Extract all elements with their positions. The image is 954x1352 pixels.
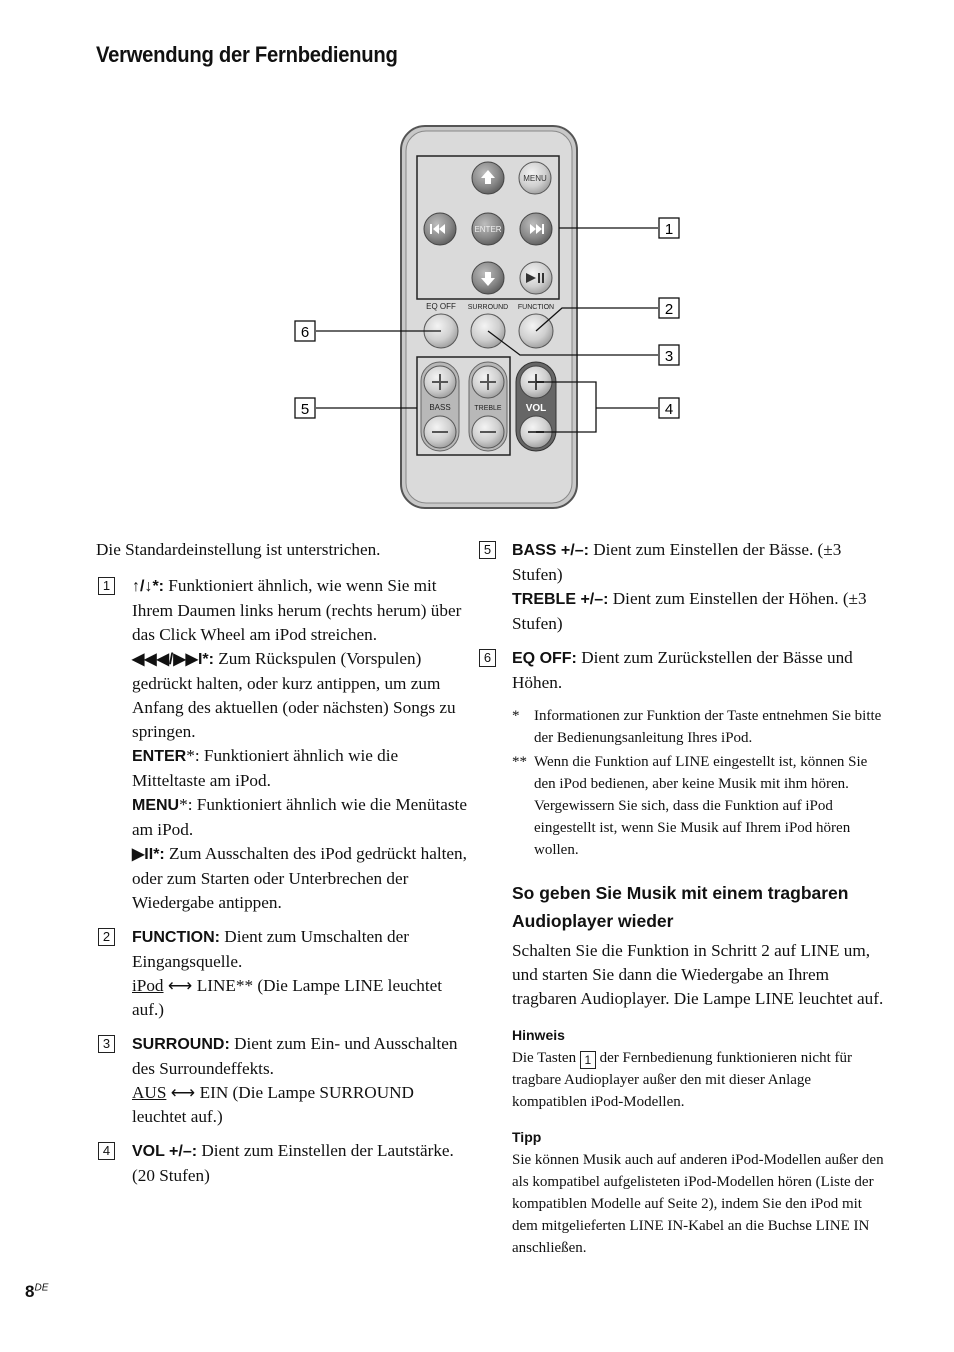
hinweis-title: Hinweis: [512, 1027, 565, 1043]
svg-text:5: 5: [301, 401, 309, 418]
item-number: 3: [98, 1035, 115, 1053]
tipp-title: Tipp: [512, 1129, 542, 1145]
eq-off-label: EQ OFF: [426, 302, 456, 311]
item-6: 6 EQ OFF: Dient zum Zurückstellen der Bä…: [477, 646, 884, 695]
footnote-1: *Informationen zur Funktion der Taste en…: [512, 708, 882, 746]
callout-5: 5: [294, 397, 316, 419]
callout-6: 6: [294, 320, 316, 342]
tone-control-group: [416, 356, 511, 456]
item-number: 1: [98, 577, 115, 595]
menu-button-label: MENU: [523, 174, 547, 183]
item-number: 5: [479, 541, 496, 559]
forward-icon: [530, 224, 544, 234]
treble-label: TREBLE: [474, 405, 502, 412]
treble-plus-button: [471, 365, 505, 399]
item-2: 2 FUNCTION: Dient zum Umschalten der Ein…: [96, 925, 468, 1022]
svg-text:6: 6: [301, 324, 309, 341]
play-pause-icon: [526, 273, 544, 283]
section-body: Schalten Sie die Funktion in Schritt 2 a…: [512, 941, 884, 1008]
enter-button: ENTER: [471, 212, 505, 246]
left-column: Die Standardeinstellung ist unterstriche…: [96, 538, 468, 1198]
item-number: 4: [98, 1142, 115, 1160]
bass-minus-button: [423, 415, 457, 449]
svg-text:4: 4: [665, 401, 673, 418]
surround-label: SURROUND: [468, 304, 508, 311]
callout-4: 4: [658, 397, 680, 419]
forward-button: [519, 212, 553, 246]
footnote-2: **Wenn die Funktion auf LINE eingestellt…: [512, 754, 868, 858]
right-column: 5 BASS +/–: Dient zum Einstellen der Bäs…: [479, 538, 884, 1259]
remote-control-figure: MENU ENTER EQ OFF SURROUND FUNCTION BASS…: [294, 125, 680, 509]
up-button: [471, 161, 505, 195]
hinweis-text: Die Tasten 1 der Fernbedienung funktioni…: [512, 1050, 852, 1110]
menu-button: MENU: [518, 161, 552, 195]
item-number: 6: [479, 649, 496, 667]
enter-button-label: ENTER: [474, 225, 501, 234]
item-4: 4 VOL +/–: Dient zum Einstellen der Laut…: [96, 1139, 468, 1188]
tipp-text: Sie können Musik auch auf anderen iPod-M…: [512, 1152, 884, 1256]
item-1: 1 ↑/↓*: Funktioniert ähnlich, wie wenn S…: [96, 574, 468, 915]
svg-text:3: 3: [665, 348, 673, 365]
callout-2: 2: [658, 297, 680, 319]
intro-text: Die Standardeinstellung ist unterstriche…: [96, 540, 381, 559]
page-title: Verwendung der Fernbedienung: [96, 42, 398, 67]
rewind-icon: [430, 224, 445, 234]
section-heading: So geben Sie Musik mit einem tragbaren A…: [512, 883, 849, 931]
rewind-button: [423, 212, 457, 246]
item-number: 2: [98, 928, 115, 946]
down-button: [471, 261, 505, 295]
svg-text:2: 2: [665, 301, 673, 318]
function-label: FUNCTION: [518, 304, 554, 311]
bass-label: BASS: [429, 403, 450, 412]
callout-1: 1: [658, 217, 680, 239]
treble-minus-button: [471, 415, 505, 449]
down-arrow-icon: [481, 272, 495, 286]
up-arrow-icon: [481, 170, 495, 184]
bass-plus-button: [423, 365, 457, 399]
page-number: 8DE: [25, 1282, 49, 1301]
item-5: 5 BASS +/–: Dient zum Einstellen der Bäs…: [477, 538, 884, 636]
svg-text:1: 1: [665, 221, 673, 238]
play-pause-button: [519, 261, 553, 295]
vol-label: VOL: [526, 403, 547, 414]
item-3: 3 SURROUND: Dient zum Ein- und Ausschalt…: [96, 1032, 468, 1129]
callout-3: 3: [658, 344, 680, 366]
